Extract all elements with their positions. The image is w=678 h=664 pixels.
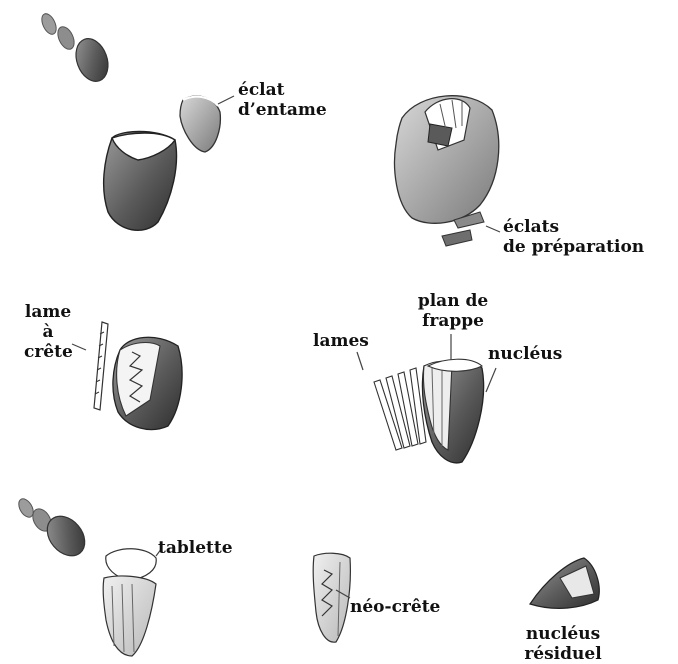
label-eclats-preparation-line1: éclats	[503, 217, 644, 237]
label-plan-de-frappe-line2: frappe	[410, 311, 496, 331]
label-lame-a-crete-line3: crête	[24, 342, 72, 362]
label-eclat-entame-line1: éclat	[238, 80, 327, 100]
label-lames: lames	[313, 331, 369, 351]
rejuvenated-core	[103, 576, 156, 656]
label-nucleus-residuel: nucléus résiduel	[516, 624, 610, 664]
label-nucleus-residuel-line2: résiduel	[516, 644, 610, 664]
lames-pointer	[357, 352, 363, 370]
label-tablette: tablette	[158, 538, 233, 558]
label-lame-a-crete-line1: lame	[24, 302, 72, 322]
label-nucleus-residuel-line1: nucléus	[516, 624, 610, 644]
raw-nodule-1	[104, 132, 177, 231]
hammerstone-motion-2	[16, 496, 93, 563]
lame-crete-pointer	[72, 344, 86, 350]
neo-crest-core	[313, 553, 350, 642]
prepared-core	[395, 96, 499, 224]
eclats-preparation-pointer	[486, 226, 500, 232]
residual-core	[530, 558, 599, 608]
eclat-entame-pointer	[218, 96, 234, 104]
label-eclats-preparation-line2: de préparation	[503, 237, 644, 257]
label-plan-de-frappe-line1: plan de	[410, 291, 496, 311]
blade-core	[422, 359, 483, 463]
label-eclat-entame: éclat d’entame	[238, 80, 327, 120]
nucleus-pointer	[486, 368, 496, 392]
crested-blade	[94, 322, 108, 410]
label-eclats-preparation: éclats de préparation	[503, 217, 644, 257]
label-nucleus: nucléus	[488, 344, 562, 364]
blade-series	[374, 368, 426, 450]
tablette-flake	[106, 549, 156, 580]
hammerstone-motion-1	[39, 11, 114, 85]
crested-core	[113, 337, 182, 429]
label-plan-de-frappe: plan de frappe	[410, 291, 496, 331]
label-lame-a-crete-line2: à	[24, 322, 72, 342]
label-eclat-entame-line2: d’entame	[238, 100, 327, 120]
label-neo-crete: néo-crête	[350, 597, 440, 617]
entame-flake	[180, 96, 220, 152]
label-lame-a-crete: lame à crête	[24, 302, 72, 362]
